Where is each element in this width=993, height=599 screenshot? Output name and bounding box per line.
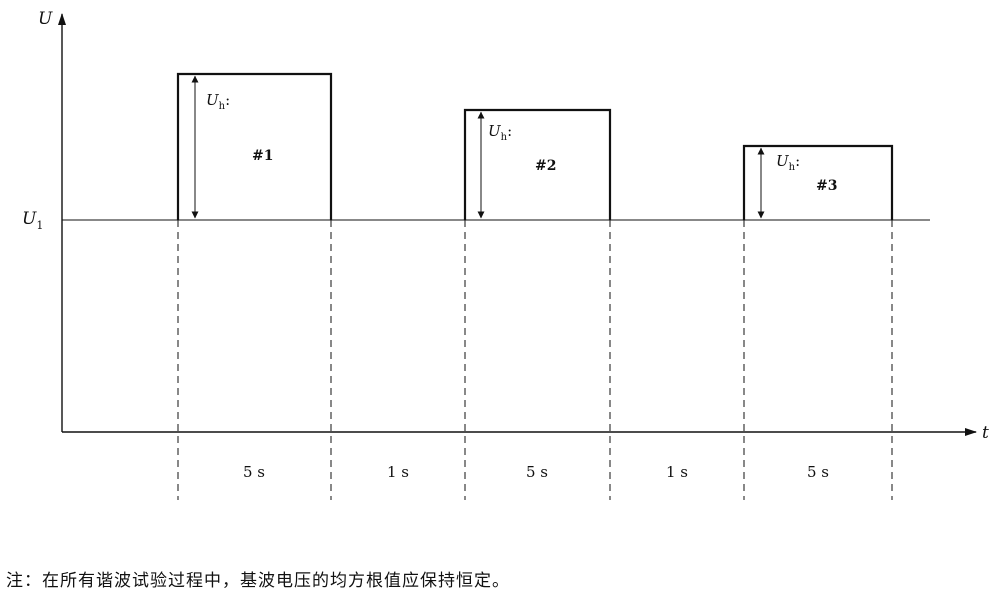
pulse-1-outline	[176, 72, 333, 220]
interval-label: 1 s	[666, 463, 688, 481]
pulse-2-amplitude-label: Uh:	[488, 122, 512, 143]
pulse-1-label: #1	[252, 148, 273, 164]
pulse-2: Uh: #2	[463, 108, 612, 220]
pulse-1: Uh: #1	[176, 72, 333, 220]
timing-guides	[177, 220, 893, 500]
pulse-2-label: #2	[535, 158, 556, 174]
pulse-2-outline	[463, 108, 612, 220]
pulse-3-outline	[742, 144, 894, 220]
y-axis-label: U	[38, 9, 53, 29]
interval-label: 5 s	[526, 463, 548, 481]
pulse-3-label: #3	[816, 178, 837, 194]
pulse-3: Uh: #3	[742, 144, 894, 220]
pulse-3-amplitude-label: Uh:	[776, 152, 800, 173]
pulse-1-amplitude-label: Uh:	[206, 91, 230, 112]
x-axis-label: t	[982, 423, 989, 443]
interval-label: 5 s	[807, 463, 829, 481]
waveform-diagram: U t U1 Uh: #1 Uh: #2 Uh: #3 5 s 1 s 5 s …	[22, 9, 989, 500]
baseline-label-subscript: 1	[36, 219, 43, 232]
interval-label: 5 s	[243, 463, 265, 481]
interval-label: 1 s	[387, 463, 409, 481]
baseline-label: U1	[22, 209, 43, 232]
footnote: 注：在所有谐波试验过程中，基波电压的均方根值应保持恒定。	[6, 571, 510, 591]
